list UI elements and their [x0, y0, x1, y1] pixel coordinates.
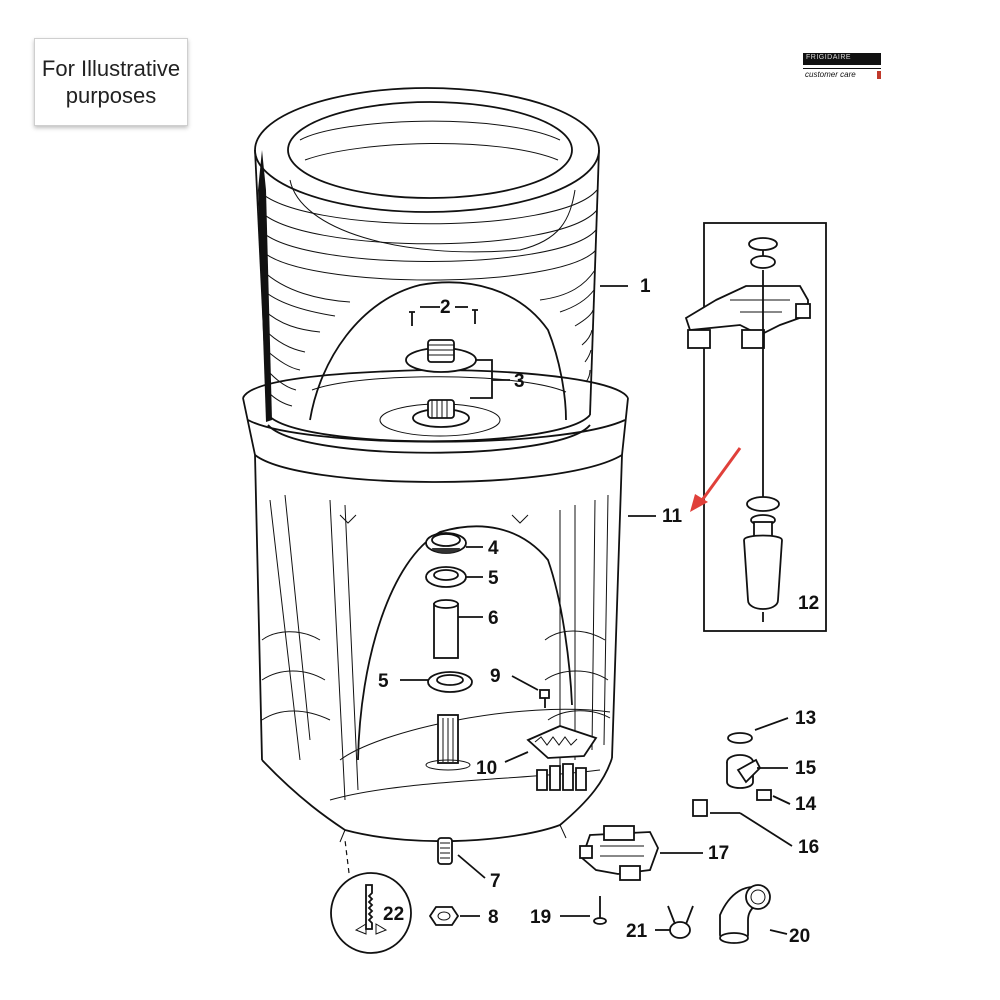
brand-logo: FRIGIDAIRE customer care	[803, 53, 883, 85]
part-2-screws	[409, 306, 478, 326]
callout-19: 19	[530, 907, 551, 928]
red-pointer-arrow	[690, 447, 742, 512]
part-5-bearing-upper	[425, 566, 483, 588]
callout-14: 14	[795, 794, 817, 815]
callout-2: 2	[440, 297, 451, 318]
part-3-hub	[405, 339, 510, 428]
callout-15: 15	[795, 758, 817, 779]
callout-3: 3	[514, 371, 525, 392]
part-4-bearing	[425, 532, 483, 554]
callout-5-lower: 5	[378, 671, 389, 692]
part-20-elbow	[719, 884, 788, 944]
part-8-nut	[428, 906, 480, 926]
callout-17: 17	[708, 843, 729, 864]
inner-basket	[254, 87, 600, 454]
callout-13: 13	[795, 708, 816, 729]
part-22-detail	[330, 839, 412, 954]
callout-20: 20	[789, 926, 810, 947]
callout-7: 7	[490, 871, 501, 892]
callout-5-upper: 5	[488, 568, 499, 589]
part-5-bearing-lower	[400, 671, 473, 693]
part-19-screw	[560, 896, 607, 925]
part-13-o-ring	[727, 717, 789, 744]
callout-4: 4	[488, 538, 499, 559]
part-21-clamp	[655, 905, 694, 939]
part-16-connector	[692, 799, 793, 847]
callout-22: 22	[383, 904, 404, 925]
drive-shaft	[425, 714, 471, 771]
callout-11: 11	[662, 506, 683, 527]
callout-1: 1	[640, 276, 651, 297]
callout-12: 12	[798, 593, 819, 614]
part-10-filter	[504, 725, 598, 791]
callout-6: 6	[488, 608, 499, 629]
illustrative-notice: For Illustrative purposes	[34, 38, 188, 126]
callout-21: 21	[626, 921, 648, 942]
callout-16: 16	[798, 837, 819, 858]
part-9-screw	[511, 675, 550, 708]
part-12-level-assembly	[684, 222, 827, 632]
part-6-tube	[433, 599, 483, 659]
callout-10: 10	[476, 758, 497, 779]
illustrative-notice-text: For Illustrative purposes	[41, 56, 181, 108]
callout-8: 8	[488, 907, 499, 928]
part-14-clip	[756, 789, 791, 805]
brand-logo-line1: FRIGIDAIRE	[806, 54, 852, 61]
part-15-pump-inlet	[726, 754, 788, 789]
callout-9: 9	[490, 666, 501, 687]
part-17-valve	[579, 825, 703, 881]
brand-logo-line2: customer care	[805, 70, 856, 79]
part-7-filter-plug	[437, 837, 486, 879]
